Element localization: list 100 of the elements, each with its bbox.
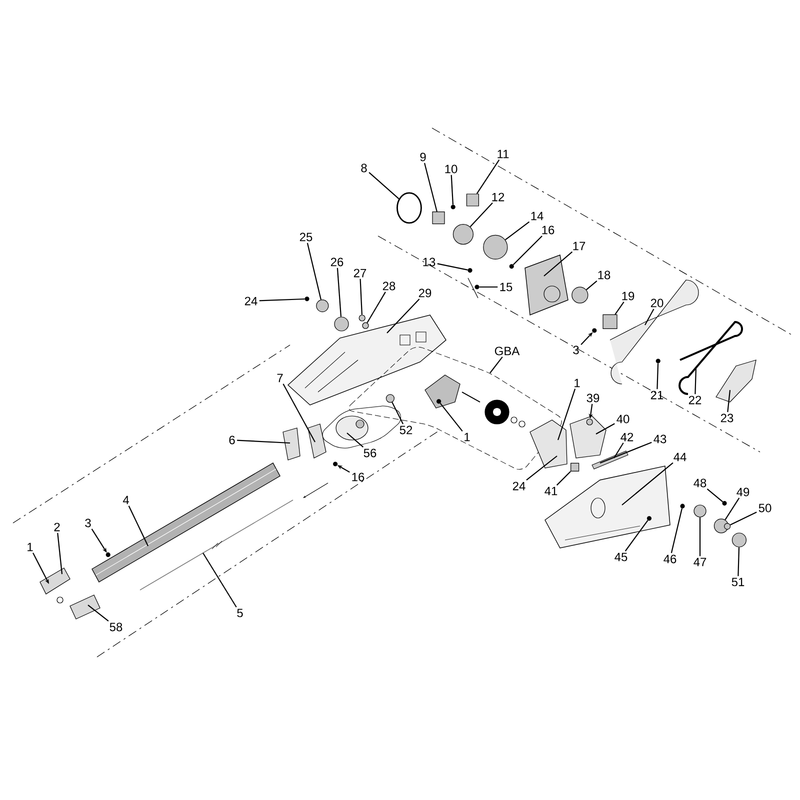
- callout-number: 22: [688, 396, 702, 404]
- leader-line: [386, 298, 420, 334]
- leader-line: [670, 508, 683, 554]
- leader-line: [724, 498, 740, 520]
- callout-number: 45: [614, 552, 628, 562]
- callout-number: 8: [361, 164, 367, 172]
- callout-number: 41: [544, 486, 558, 496]
- sleeve: [70, 594, 100, 620]
- callout-number: 3: [85, 518, 91, 528]
- rod: [592, 450, 628, 470]
- part: [396, 192, 422, 224]
- leader-line: [450, 174, 454, 205]
- leader-line: [544, 251, 573, 276]
- callout-number: 10: [445, 164, 458, 174]
- leader-line: [706, 488, 724, 502]
- leader-line: [600, 442, 652, 464]
- part: [724, 523, 731, 530]
- callout-number: 18: [598, 270, 610, 280]
- callout-number: 23: [720, 414, 734, 422]
- part: [362, 322, 369, 329]
- callout-number: 2: [54, 522, 60, 532]
- callout-number: 42: [620, 432, 634, 442]
- part: [106, 552, 110, 557]
- callout-number: 13: [423, 258, 436, 266]
- leader-line: [479, 286, 498, 288]
- part: [452, 224, 474, 245]
- callout-number: 5: [237, 608, 243, 618]
- guide-bar: [610, 280, 699, 384]
- callout-number: 3: [573, 346, 579, 354]
- pole-tube: [92, 462, 280, 582]
- leader-line: [237, 440, 290, 444]
- leader-line: [730, 512, 757, 526]
- leader-line: [614, 442, 624, 458]
- leader-line: [366, 292, 386, 324]
- callout-number: 49: [736, 488, 750, 496]
- leader-line: [470, 202, 493, 228]
- leader-line: [360, 278, 362, 315]
- leader-line: [699, 517, 701, 556]
- callout-number: 24: [244, 296, 258, 306]
- part: [602, 314, 618, 329]
- callout-number: 4: [122, 496, 129, 504]
- callout-number: 24: [512, 482, 526, 490]
- callout-number: 11: [498, 150, 509, 158]
- part: [694, 504, 706, 518]
- callout-number: 6: [229, 436, 235, 444]
- callout-number: 1: [574, 378, 580, 388]
- leader-line: [437, 263, 468, 270]
- callout-number: 1: [28, 542, 33, 552]
- cable: [140, 500, 294, 590]
- leader-line: [368, 172, 400, 200]
- part: [483, 234, 508, 260]
- leader-line: [57, 532, 63, 574]
- part: [333, 462, 338, 466]
- part: [592, 328, 597, 333]
- callout-number: 25: [300, 232, 312, 242]
- chain: [678, 321, 743, 395]
- callout-number: 58: [110, 622, 122, 632]
- leader-line: [202, 552, 237, 608]
- leader-line: [656, 363, 659, 390]
- callout-number: 56: [364, 448, 376, 458]
- callout-number: GBA: [494, 346, 520, 356]
- chain-cover: [524, 254, 568, 316]
- callout-number: 7: [277, 374, 283, 382]
- part: [474, 284, 480, 290]
- leader-line: [259, 298, 305, 302]
- leader-line: [596, 423, 615, 434]
- part: [680, 504, 685, 508]
- group-outline: [348, 346, 562, 470]
- leader-line: [614, 302, 624, 315]
- front-housing: [544, 466, 670, 548]
- part: [572, 286, 588, 304]
- leader-line: [586, 280, 598, 290]
- leader-line: [346, 432, 364, 448]
- leader-line: [556, 471, 571, 486]
- callout-number: 28: [382, 282, 396, 290]
- part: [358, 314, 366, 322]
- callout-number: 51: [732, 578, 744, 586]
- leader-line: [526, 456, 558, 481]
- gearbox: [530, 420, 568, 468]
- callout-number: 48: [694, 478, 706, 488]
- leader-line: [624, 520, 648, 552]
- callout-number: 12: [492, 192, 504, 202]
- callout-number: 52: [400, 426, 412, 434]
- callout-number: 26: [330, 258, 344, 266]
- callout-number: 14: [531, 212, 544, 220]
- leader-line: [490, 356, 503, 374]
- bar-cover: [716, 360, 756, 402]
- callout-number: 47: [694, 558, 706, 566]
- leader-line: [727, 390, 731, 412]
- leader-line: [128, 506, 148, 546]
- leader-line: [306, 242, 322, 300]
- leader-line: [88, 604, 109, 622]
- leader-line: [504, 221, 530, 240]
- leader-line: [392, 402, 404, 424]
- part: [316, 300, 329, 312]
- callout-number: 43: [654, 434, 666, 444]
- part: [509, 264, 514, 269]
- leader-line: [694, 366, 697, 394]
- part: [432, 212, 445, 224]
- motor: [336, 416, 368, 440]
